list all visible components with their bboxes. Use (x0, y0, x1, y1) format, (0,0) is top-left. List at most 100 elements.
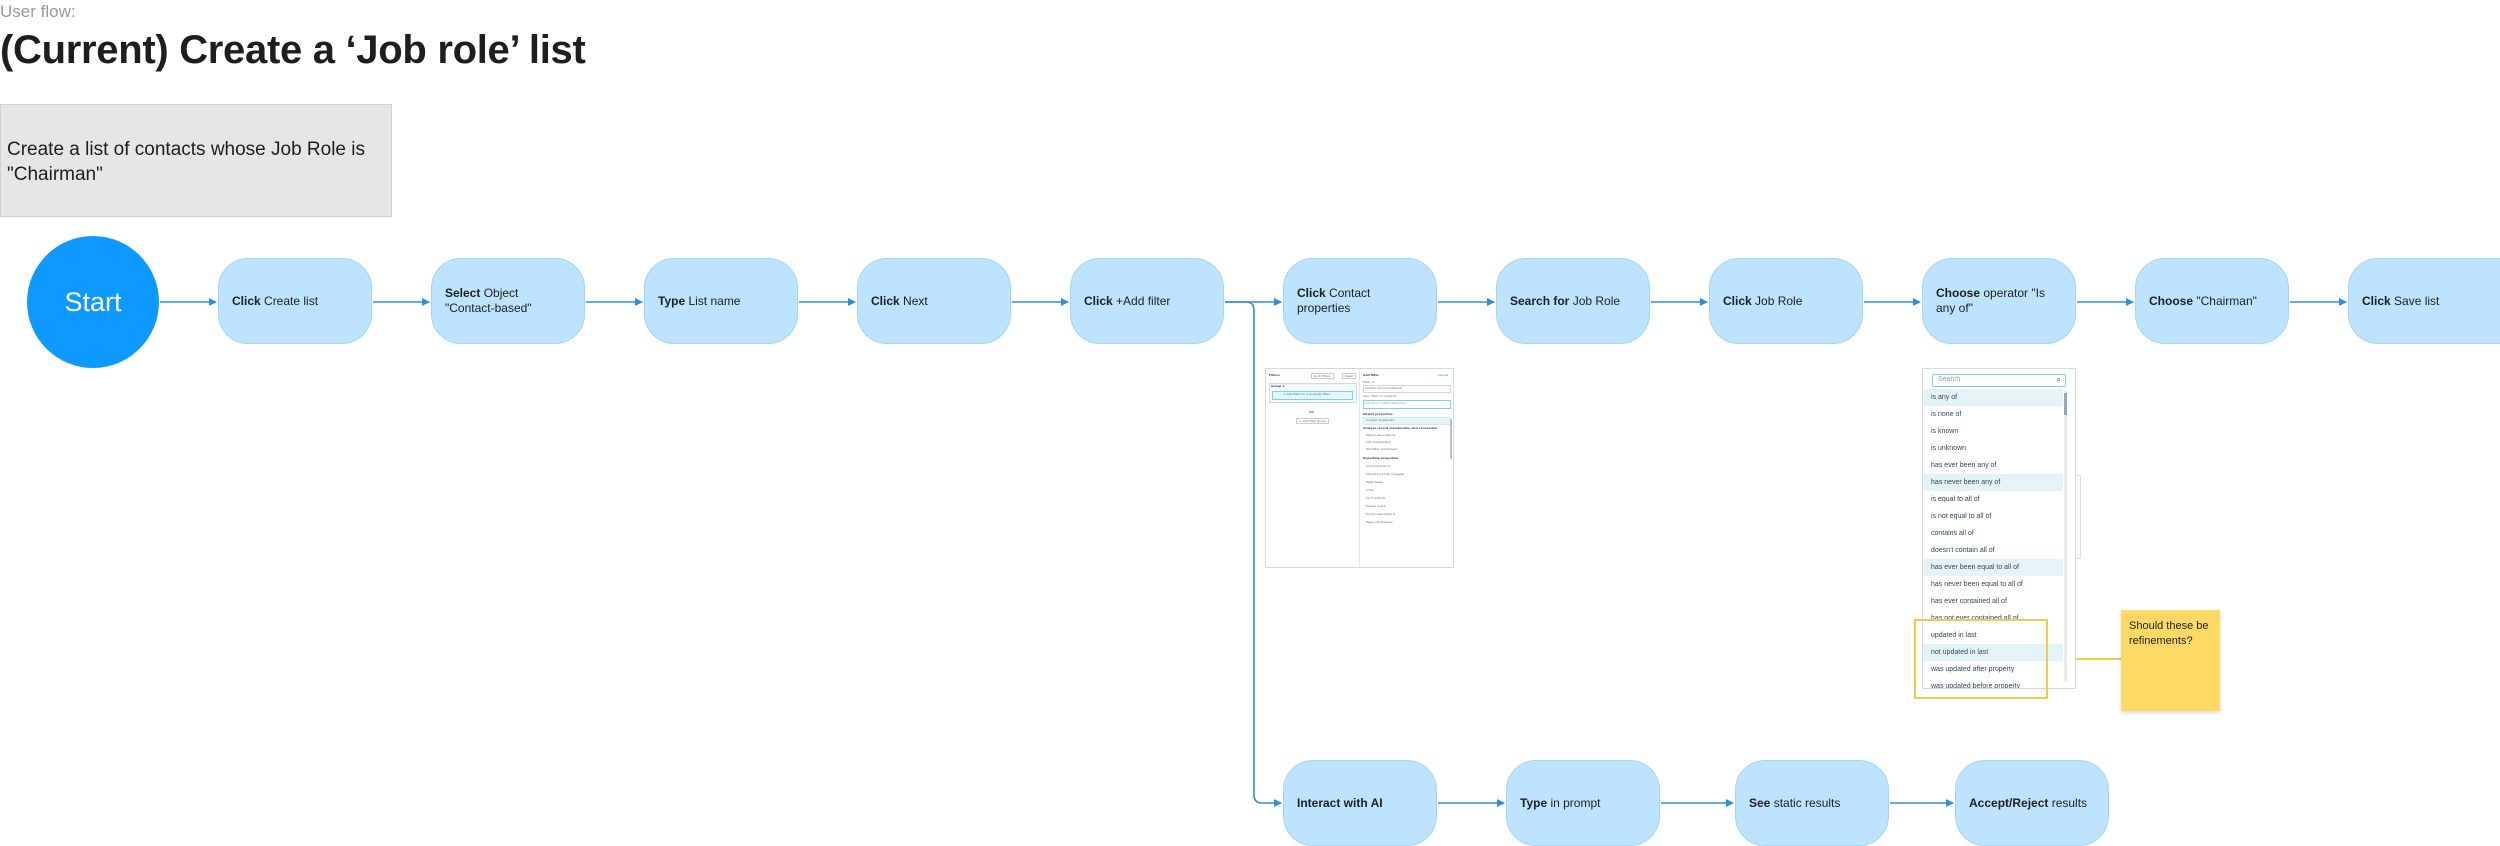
operator-option[interactable]: has ever been any of (1931, 462, 1997, 469)
operator-option[interactable]: is unknown (1931, 445, 1967, 452)
step-verb: Click (1084, 293, 1113, 308)
step-detail: Job Role (1569, 293, 1621, 308)
ai-step-see-results: See static results (1735, 760, 1889, 846)
step-detail: Create list (260, 293, 319, 308)
step-verb: Type (658, 293, 686, 308)
sticky-note: Should these be refinements? (2121, 610, 2220, 711)
panel-scrollbar (1450, 419, 1452, 459)
page-title: (Current) Create a ‘Job role’ list (0, 28, 586, 72)
report-item: Page submissions (1366, 520, 1393, 524)
operator-option[interactable]: contains all of (1931, 530, 1974, 537)
start-label: Start (64, 286, 122, 317)
refinements-highlight-box (1914, 619, 2048, 699)
list-membership-item: List membership (1366, 440, 1392, 444)
step-detail: +Add filter (1112, 293, 1171, 308)
all-filters-button: ⊕ All filters (1311, 373, 1334, 379)
operator-option[interactable]: was updated after property (1931, 666, 2015, 673)
start-node: Start (27, 236, 159, 368)
step-detail: in prompt (1547, 795, 1601, 810)
operator-option[interactable]: not updated in last (1923, 644, 2063, 661)
operator-option[interactable]: has ever been equal to all of (1923, 559, 2063, 576)
step-select-object: Select Object "Contact-based" (431, 258, 585, 344)
report-item: Ads Interactions (1366, 464, 1391, 468)
step-verb: Click (2362, 293, 2391, 308)
operator-option[interactable]: has ever contained all of (1931, 598, 2007, 605)
group-label: Group 1 (1271, 384, 1285, 388)
report-item: Page Views (1366, 480, 1383, 484)
step-detail: Object "Contact-based" (445, 286, 532, 315)
step-detail: "Chairman" (2193, 293, 2257, 308)
operator-option[interactable]: was updated before property (1931, 683, 2021, 689)
step-verb: Select (445, 286, 481, 300)
ai-step-type-prompt: Type in prompt (1506, 760, 1660, 846)
step-verb: Choose (2149, 293, 2194, 308)
workflow-item: Workflow enrollment (1366, 447, 1397, 451)
filters-title: Filters (1269, 373, 1280, 377)
step-detail: Save list (2390, 293, 2440, 308)
step-verb: Search for (1510, 293, 1570, 308)
step-detail: Job Role (1751, 293, 1803, 308)
section-analyze: Analyze record membership and conversion (1363, 426, 1438, 430)
operator-option[interactable]: is known (1931, 428, 1959, 435)
operator-option[interactable]: has not ever contained all of (1931, 615, 2019, 622)
assoc-item: Object associations (1366, 433, 1396, 437)
operator-option[interactable]: has never been equal to all of (1931, 581, 2023, 588)
step-verb: Click (1723, 293, 1752, 308)
step-click-add-filter: Click +Add filter (1070, 258, 1224, 344)
operator-option[interactable]: is not equal to all of (1931, 513, 1992, 520)
flow-eyebrow: User flow: (0, 2, 76, 21)
step-detail: static results (1770, 795, 1841, 810)
section-reporting: Reporting properties (1363, 456, 1399, 460)
operator-search-placeholder: Search (1938, 376, 1961, 383)
connector-branch-to-ai (1225, 301, 1282, 807)
report-item: Form submit (1366, 496, 1385, 500)
filter-on-label: Filter on (1363, 380, 1376, 384)
add-filter-link: + Add filter for a property filter (1283, 392, 1330, 396)
add-filter-title: Add filter (1363, 373, 1379, 377)
operator-search-input: Search ⌕ (1932, 374, 2066, 387)
category-search-input: Search in 3,900 categories (1365, 401, 1406, 405)
step-click-next: Click Next (857, 258, 1011, 344)
section-object-properties: Object properties (1363, 412, 1393, 416)
dropdown-scroll-thumb (2064, 393, 2067, 415)
dropdown-scroll-track (2064, 391, 2067, 681)
add-group-button: + Add filter group (1296, 418, 1329, 424)
step-detail: Contact properties (1297, 286, 1371, 315)
reset-button: Reset (1342, 373, 1357, 379)
step-detail: Next (899, 293, 928, 308)
ai-step-accept-reject: Accept/Reject results (1955, 760, 2109, 846)
operator-option[interactable]: is none of (1931, 411, 1962, 418)
operator-option[interactable]: is equal to all of (1931, 496, 1980, 503)
operator-option[interactable]: is any of (1923, 389, 2063, 406)
ai-step-interact: Interact with AI (1283, 760, 1437, 846)
object-select: Contact (Current Object) (1365, 386, 1402, 390)
step-verb: Type (1520, 795, 1548, 810)
operator-option[interactable]: doesn't contain all of (1931, 547, 1995, 554)
operator-dropdown-screenshot: Search ⌕ is any of is none of is known is u… (1922, 368, 2076, 689)
search-icon: ⌕ (2056, 375, 2061, 384)
step-verb: Click (232, 293, 261, 308)
goal-text: Create a list of contacts whose Job Role… (7, 139, 366, 185)
also-filter-label: Also, filter on contacts (1363, 394, 1397, 398)
goal-card: Create a list of contacts whose Job Role… (0, 104, 392, 217)
step-choose-operator: Choose operator "Is any of" (1922, 258, 2076, 344)
step-verb: Choose (1936, 286, 1981, 300)
step-verb: Click (871, 293, 900, 308)
report-item: CTAs (1366, 488, 1374, 492)
sticky-note-text: Should these be refinements? (2129, 620, 2209, 647)
operator-list: is any of is none of is known is unknown has… (1923, 389, 2063, 689)
operator-option[interactable]: has never been any of (1923, 474, 2063, 491)
cancel-link: Cancel (1438, 373, 1449, 377)
filter-panel-screenshot: Filters ⊕ All filters Reset Group 1 + Ad… (1265, 368, 1454, 568)
step-verb: Interact with AI (1297, 795, 1383, 810)
step-detail: operator "Is any of" (1936, 286, 2045, 315)
step-verb: See (1749, 795, 1771, 810)
step-verb: Accept/Reject (1969, 795, 2049, 810)
step-detail: results (2048, 795, 2088, 810)
report-item: Email subscriptions (1366, 512, 1396, 516)
operator-option[interactable]: updated in last (1931, 632, 1977, 639)
step-type-list-name: Type List name (644, 258, 798, 344)
step-search-job-role: Search for Job Role (1496, 258, 1650, 344)
step-choose-chairman: Choose "Chairman" (2135, 258, 2289, 344)
contact-properties-item: Contact properties (1366, 418, 1394, 422)
